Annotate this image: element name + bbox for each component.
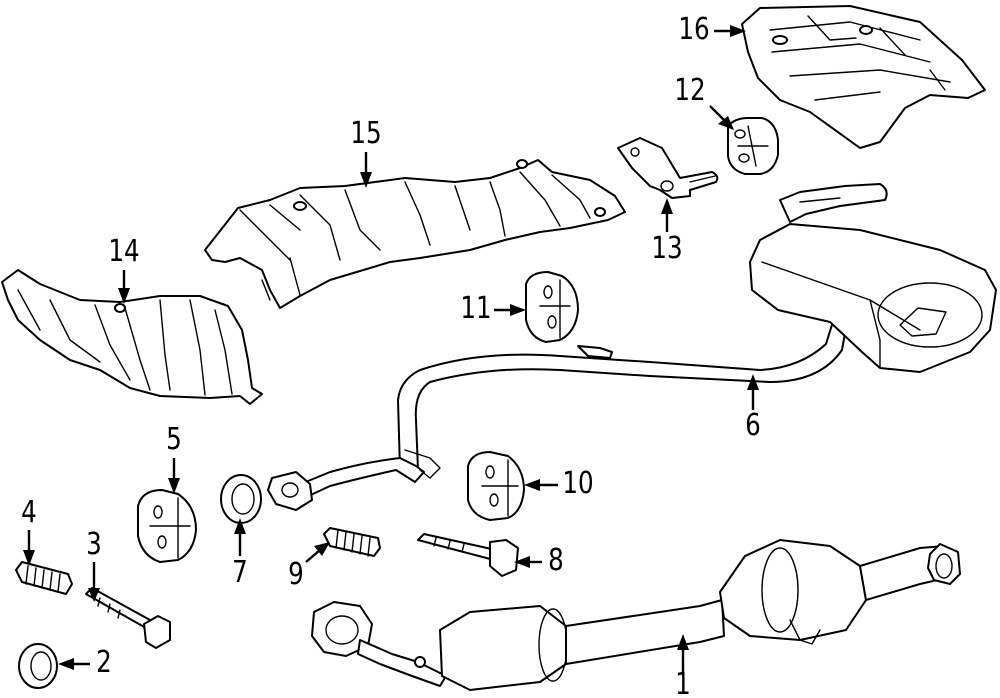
callout-9: 9: [288, 542, 330, 592]
part-11-hanger: [525, 271, 579, 343]
callout-1-label: 1: [675, 668, 691, 698]
part-7-gasket: [220, 474, 262, 524]
callout-4-label: 4: [21, 496, 37, 530]
callout-11-label: 11: [460, 292, 491, 326]
callout-3: 3: [86, 528, 102, 602]
part-14-front-heat-shield: [1, 269, 263, 405]
callout-2-label: 2: [96, 646, 112, 680]
part-2-ring: [18, 643, 58, 689]
part-6-tailpipe-muffler: [267, 183, 997, 511]
callout-5-label: 5: [166, 423, 182, 457]
part-12-hanger: [727, 117, 779, 175]
part-16-rear-heat-shield: [741, 5, 986, 149]
part-15-center-heat-shield: [204, 159, 626, 309]
callout-13: 13: [651, 198, 683, 266]
part-9-stud: [323, 527, 381, 557]
part-10-hanger: [467, 451, 525, 521]
callout-12-label: 12: [674, 74, 705, 108]
callout-3-label: 3: [86, 528, 102, 562]
part-4-stud: [15, 561, 73, 595]
callout-15: 15: [350, 117, 382, 188]
callout-16: 16: [678, 13, 746, 47]
callout-10-label: 10: [562, 467, 593, 501]
callout-6-label: 6: [745, 409, 761, 443]
callout-13-label: 13: [651, 232, 682, 266]
part-13-bracket: [617, 137, 719, 199]
part-5-hanger: [137, 489, 197, 563]
callout-1: 1: [675, 634, 691, 698]
callout-7: 7: [232, 518, 248, 590]
callout-10: 10: [524, 467, 594, 501]
callout-2: 2: [58, 646, 112, 680]
callout-6: 6: [745, 374, 761, 443]
callout-16-label: 16: [678, 13, 709, 47]
callout-11: 11: [460, 292, 526, 326]
callout-8: 8: [514, 544, 564, 578]
callout-7-label: 7: [232, 556, 248, 590]
part-8-bolt: [417, 533, 519, 577]
callout-12: 12: [674, 74, 734, 130]
callout-15-label: 15: [350, 117, 381, 151]
part-1-catalytic-converter: [311, 539, 961, 691]
callout-8-label: 8: [548, 544, 564, 578]
callout-5: 5: [166, 423, 182, 494]
callout-14-label: 14: [108, 235, 139, 269]
callout-4: 4: [21, 496, 37, 566]
part-3-bolt: [85, 587, 171, 649]
callout-14: 14: [108, 235, 140, 304]
callout-9-label: 9: [288, 558, 304, 592]
